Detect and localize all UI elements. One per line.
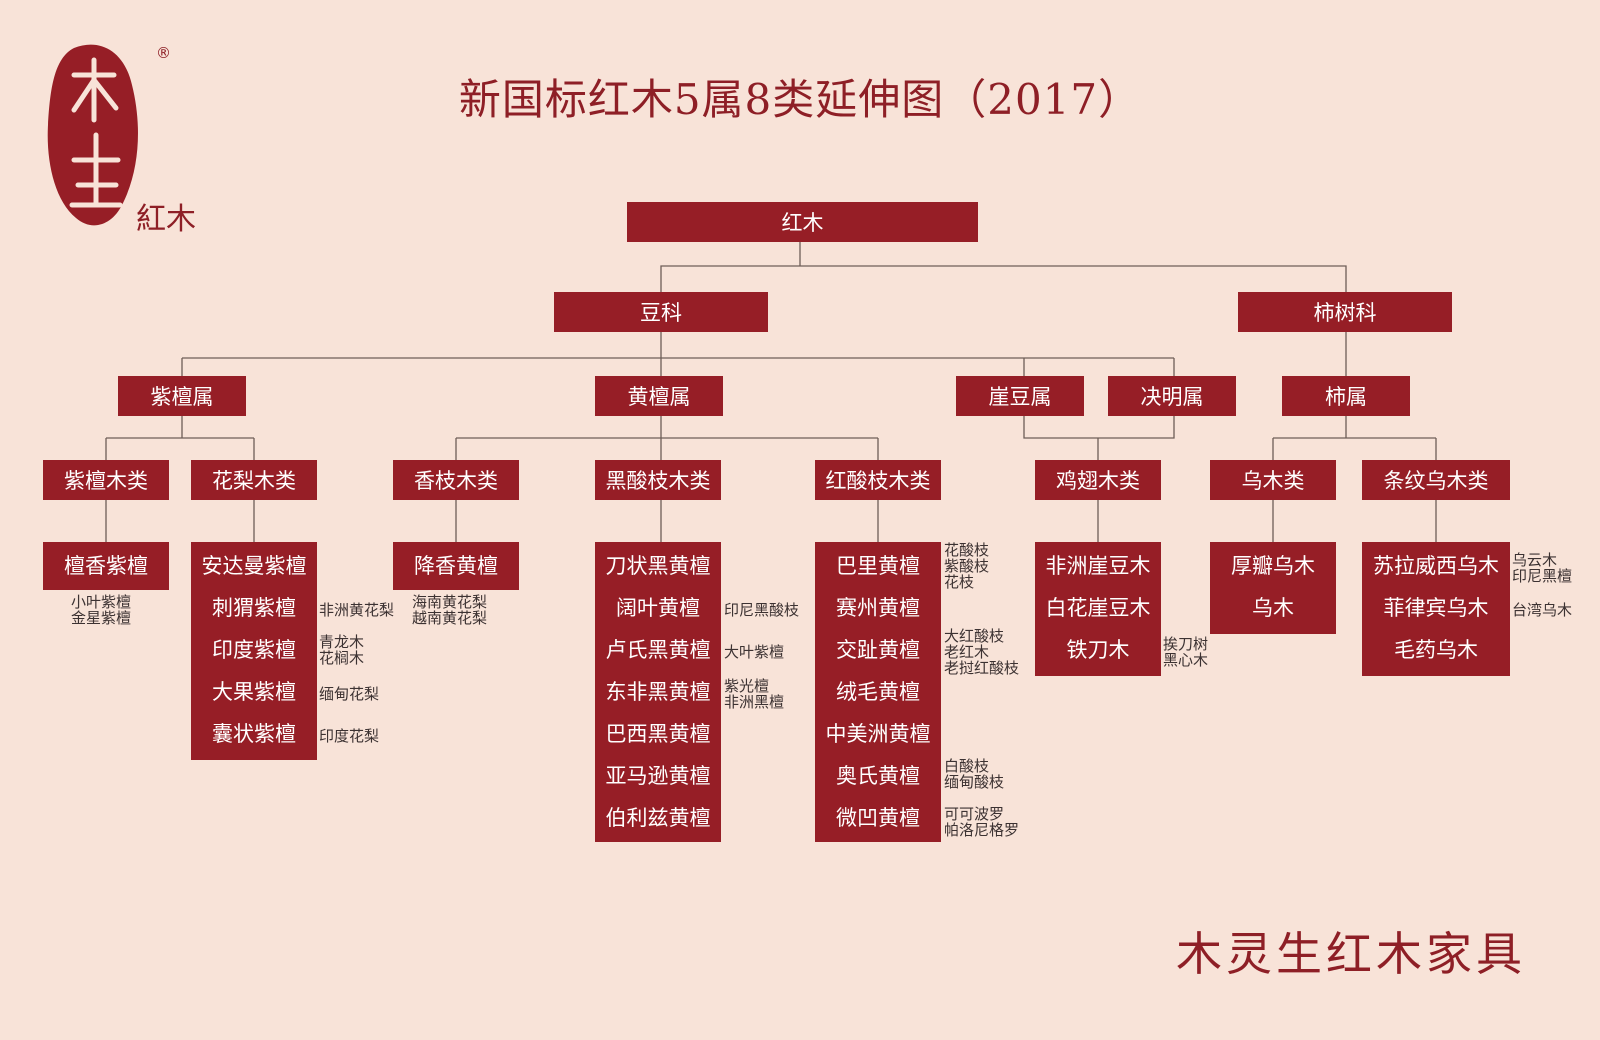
node-class-jichi: 鸡翅木类 <box>1035 460 1161 500</box>
species-item: 中美洲黄檀 <box>825 722 931 746</box>
node-class-hongsuanzhi: 红酸枝木类 <box>815 460 941 500</box>
logo-subtitle: 紅木 <box>136 202 196 237</box>
note-huali-2: 青龙木 花榈木 <box>319 633 365 667</box>
note-jichi: 挨刀树 黑心木 <box>1163 635 1209 669</box>
species-item: 巴西黑黄檀 <box>605 722 711 746</box>
species-item: 交趾黄檀 <box>836 638 920 662</box>
species-list-zitan: 檀香紫檀 <box>43 542 169 590</box>
species-item: 巴里黄檀 <box>836 554 920 578</box>
species-item: 东非黑黄檀 <box>605 680 711 704</box>
node-genus-cassia: 决明属 <box>1108 376 1236 416</box>
species-item: 亚马逊黄檀 <box>605 764 711 788</box>
species-item: 檀香紫檀 <box>64 554 148 578</box>
species-item: 微凹黄檀 <box>836 806 920 830</box>
species-list-huali: 安达曼紫檀 刺猬紫檀 印度紫檀 大果紫檀 囊状紫檀 <box>191 542 317 760</box>
note-zitan: 小叶紫檀 金星紫檀 <box>71 593 132 627</box>
node-genus-millettia: 崖豆属 <box>956 376 1084 416</box>
note-heisuanzhi-3: 紫光檀 非洲黑檀 <box>724 677 785 711</box>
species-list-tiaowen: 苏拉威西乌木 菲律宾乌木 毛药乌木 <box>1362 542 1510 676</box>
brand-name: 木灵生红木家具 <box>1176 927 1526 981</box>
node-class-xiangzhi: 香枝木类 <box>393 460 519 500</box>
species-item: 白花崖豆木 <box>1045 596 1151 620</box>
node-root: 红木 <box>627 202 978 242</box>
species-item: 大果紫檀 <box>212 680 296 704</box>
species-item: 菲律宾乌木 <box>1383 596 1489 620</box>
species-item: 印度紫檀 <box>212 638 296 662</box>
species-item: 降香黄檀 <box>414 554 498 578</box>
note-huali-3: 缅甸花梨 <box>319 685 380 703</box>
species-item: 铁刀木 <box>1066 638 1130 662</box>
species-item: 囊状紫檀 <box>212 722 296 746</box>
species-list-xiangzhi: 降香黄檀 <box>393 542 519 590</box>
species-item: 安达曼紫檀 <box>201 554 307 578</box>
species-item: 伯利兹黄檀 <box>605 806 711 830</box>
note-hongsuanzhi-4: 可可波罗 帕洛尼格罗 <box>944 805 1020 839</box>
node-genus-dalbergia: 黄檀属 <box>595 376 723 416</box>
species-list-wumu: 厚瓣乌木 乌木 <box>1210 542 1336 634</box>
species-list-jichi: 非洲崖豆木 白花崖豆木 铁刀木 <box>1035 542 1161 676</box>
species-item: 苏拉威西乌木 <box>1373 554 1499 578</box>
seal-logo-icon <box>47 44 138 226</box>
brand-logo: ® 紅木 <box>40 40 200 240</box>
note-huali-4: 印度花梨 <box>319 727 380 745</box>
species-item: 阔叶黄檀 <box>616 596 700 620</box>
note-huali-1: 非洲黄花梨 <box>319 601 395 619</box>
registered-mark: ® <box>156 44 171 62</box>
node-family-ebenaceae: 柿树科 <box>1238 292 1452 332</box>
species-item: 乌木 <box>1252 596 1294 620</box>
species-item: 刺猬紫檀 <box>212 596 296 620</box>
note-hongsuanzhi-1: 花酸枝 紫酸枝 花枝 <box>944 541 990 591</box>
note-tiaowen-2: 台湾乌木 <box>1512 601 1573 619</box>
page-title: 新国标红木5属8类延伸图（2017） <box>458 75 1142 124</box>
node-class-heisuanzhi: 黑酸枝木类 <box>595 460 721 500</box>
species-item: 绒毛黄檀 <box>836 680 920 704</box>
node-class-huali: 花梨木类 <box>191 460 317 500</box>
note-heisuanzhi-2: 大叶紫檀 <box>724 643 785 661</box>
note-xiangzhi: 海南黄花梨 越南黄花梨 <box>412 593 488 627</box>
species-list-heisuanzhi: 刀状黑黄檀 阔叶黄檀 卢氏黑黄檀 东非黑黄檀 巴西黑黄檀 亚马逊黄檀 伯利兹黄檀 <box>595 542 721 842</box>
note-tiaowen-1: 乌云木 印尼黑檀 <box>1512 551 1573 585</box>
species-item: 厚瓣乌木 <box>1231 554 1315 578</box>
species-item: 赛州黄檀 <box>836 596 920 620</box>
species-item: 非洲崖豆木 <box>1045 554 1151 578</box>
node-genus-pterocarpus: 紫檀属 <box>118 376 246 416</box>
species-list-hongsuanzhi: 巴里黄檀 赛州黄檀 交趾黄檀 绒毛黄檀 中美洲黄檀 奥氏黄檀 微凹黄檀 <box>815 542 941 842</box>
species-item: 毛药乌木 <box>1394 638 1478 662</box>
species-item: 刀状黑黄檀 <box>605 554 711 578</box>
note-heisuanzhi-1: 印尼黑酸枝 <box>724 601 800 619</box>
species-item: 奥氏黄檀 <box>836 764 920 788</box>
species-item: 卢氏黑黄檀 <box>605 638 711 662</box>
node-class-zitan: 紫檀木类 <box>43 460 169 500</box>
node-class-wumu: 乌木类 <box>1210 460 1336 500</box>
node-class-tiaowen: 条纹乌木类 <box>1362 460 1510 500</box>
node-genus-diospyros: 柿属 <box>1282 376 1410 416</box>
note-hongsuanzhi-3: 白酸枝 缅甸酸枝 <box>944 757 1005 791</box>
note-hongsuanzhi-2: 大红酸枝 老红木 老挝红酸枝 <box>944 627 1020 677</box>
node-family-legume: 豆科 <box>554 292 768 332</box>
